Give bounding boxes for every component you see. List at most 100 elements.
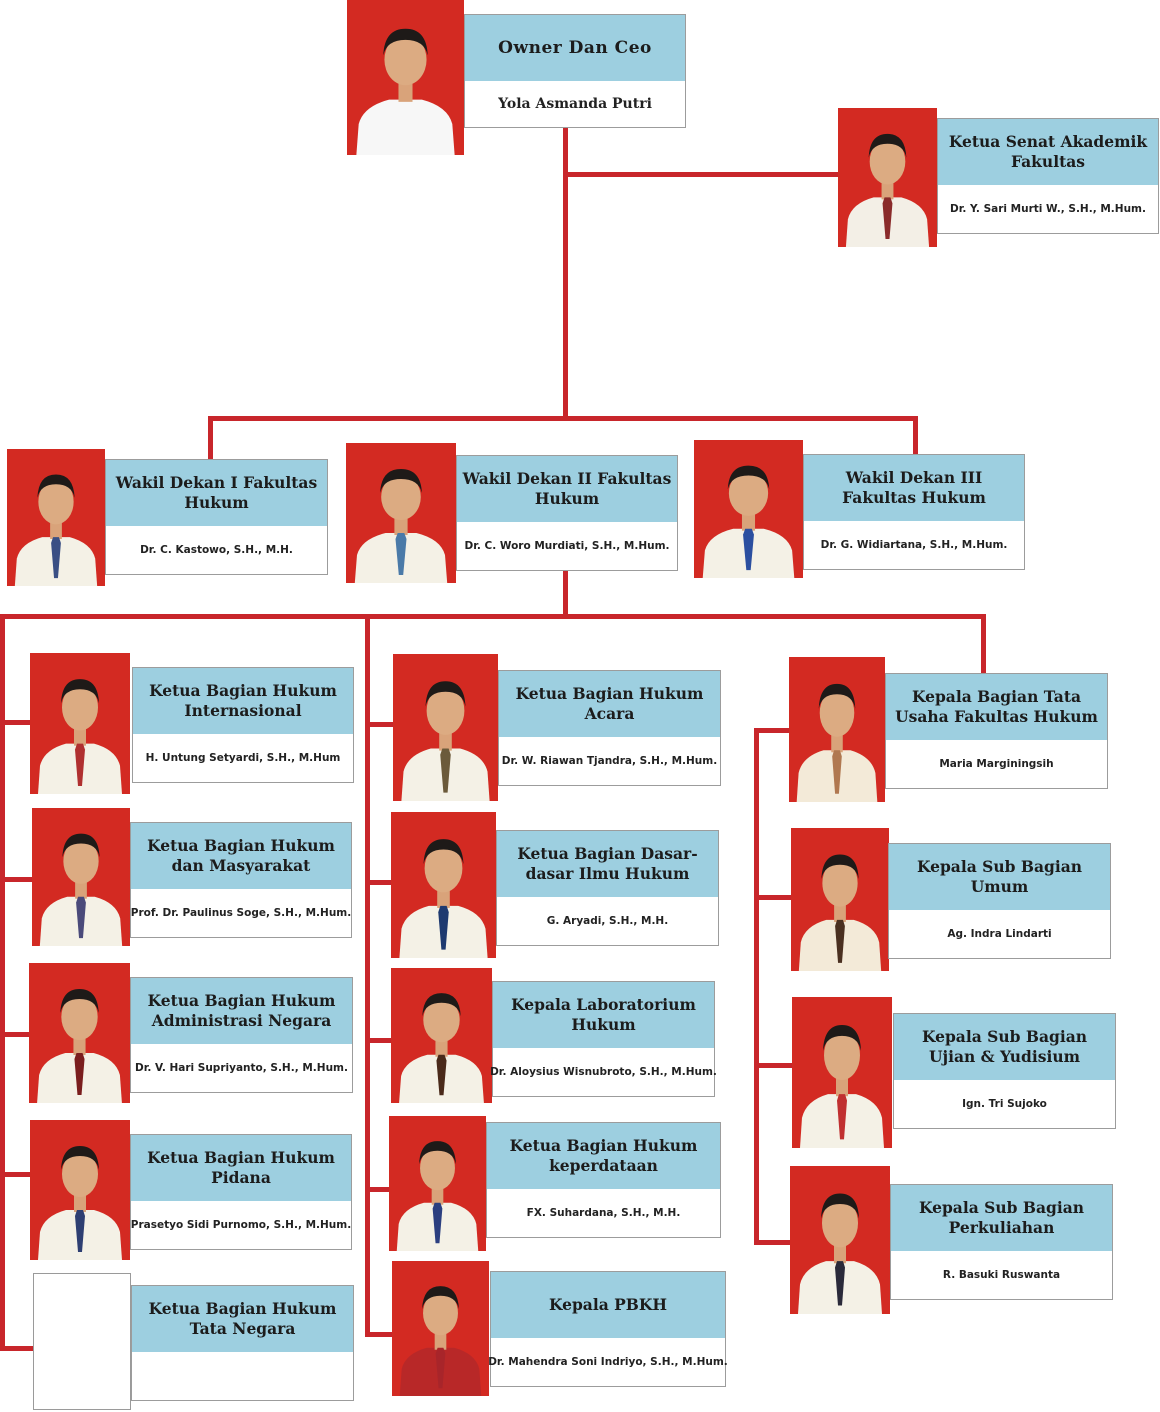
person-photo — [7, 449, 105, 586]
connector-line — [913, 416, 918, 456]
person-portrait-icon — [702, 465, 795, 578]
person-portrait-icon — [796, 683, 878, 802]
person-portrait-icon — [401, 681, 490, 801]
position-title: Kepala Bagian Tata Usaha Fakultas Hukum — [886, 674, 1107, 740]
position-title: Kepala Sub Bagian Umum — [889, 844, 1110, 910]
connector-line — [563, 128, 568, 420]
person-photo — [32, 808, 130, 946]
connector-line — [365, 722, 393, 727]
person-portrait-icon — [798, 854, 882, 971]
person-photo — [789, 657, 885, 802]
person-photo — [393, 654, 498, 801]
person-name: H. Untung Setyardi, S.H., M.Hum — [145, 752, 341, 764]
connector-line — [0, 877, 32, 882]
connector-line — [563, 570, 568, 616]
person-portrait-icon — [37, 989, 122, 1103]
person-photo — [30, 1120, 130, 1260]
position-card: Kepala PBKH Dr. Mahendra Soni Indriyo, S.… — [488, 1271, 728, 1387]
connector-line — [0, 1172, 32, 1177]
person-name: Maria Marginingsih — [939, 758, 1054, 770]
connector-line — [208, 416, 213, 460]
person-name: Dr. Mahendra Soni Indriyo, S.H., M.Hum. — [488, 1356, 728, 1368]
person-name: Dr. C. Kastowo, S.H., M.H. — [140, 544, 293, 556]
person-name: Dr. C. Woro Murdiati, S.H., M.Hum. — [464, 540, 670, 552]
connector-line — [208, 416, 918, 421]
person-portrait-icon — [399, 1286, 482, 1396]
position-title: Ketua Bagian Hukum dan Masyarakat — [131, 823, 351, 889]
position-title: Ketua Senat Akademik Fakultas — [938, 119, 1158, 185]
person-portrait-icon — [845, 133, 930, 247]
connector-line — [0, 614, 986, 619]
person-photo — [392, 1261, 489, 1396]
person-name: Dr. Y. Sari Murti W., S.H., M.Hum. — [950, 203, 1146, 215]
person-photo — [694, 440, 803, 578]
person-portrait-icon — [800, 1025, 884, 1148]
person-name: Dr. W. Riawan Tjandra, S.H., M.Hum. — [501, 755, 718, 767]
person-photo — [791, 828, 889, 971]
person-name: Prasetyo Sidi Purnomo, S.H., M.Hum. — [130, 1219, 352, 1231]
connector-line — [365, 1038, 393, 1043]
connector-line — [754, 728, 759, 1245]
person-name: Ign. Tri Sujoko — [962, 1098, 1047, 1110]
position-title: Ketua Bagian Hukum Acara — [499, 671, 720, 737]
person-portrait-icon — [14, 474, 98, 586]
connector-line — [754, 1063, 794, 1068]
position-title: Ketua Bagian Hukum Internasional — [133, 668, 353, 734]
position-title: Kepala PBKH — [491, 1272, 725, 1338]
person-name — [132, 1352, 353, 1400]
connector-line — [981, 614, 986, 674]
person-portrait-icon — [354, 469, 448, 583]
position-title: Wakil Dekan III Fakultas Hukum — [804, 455, 1024, 521]
person-photo — [30, 653, 130, 794]
person-photo — [389, 1116, 486, 1251]
person-name: R. Basuki Ruswanta — [942, 1269, 1061, 1281]
position-card: Ketua Bagian Hukum Internasional H. Untun… — [132, 667, 354, 783]
person-portrait-icon — [399, 839, 488, 958]
person-name: Dr. V. Hari Supriyanto, S.H., M.Hum. — [135, 1062, 348, 1074]
person-photo — [792, 997, 892, 1148]
position-card: Ketua Bagian Dasar-dasar Ilmu Hukum G. Ar… — [496, 830, 719, 946]
connector-line — [365, 1187, 393, 1192]
person-portrait-icon — [38, 679, 122, 794]
person-name: Ag. Indra Lindarti — [947, 928, 1052, 940]
person-portrait-icon — [399, 993, 484, 1103]
position-title: Kepala Sub Bagian Ujian & Yudisium — [894, 1014, 1115, 1080]
connector-line — [0, 1032, 32, 1037]
person-name: G. Aryadi, S.H., M.H. — [546, 915, 669, 927]
person-photo — [347, 0, 464, 155]
person-photo — [391, 968, 492, 1103]
person-photo — [790, 1166, 890, 1314]
person-portrait-icon — [38, 1146, 122, 1260]
person-name: Dr. Aloysius Wisnubroto, S.H., M.Hum. — [490, 1066, 717, 1078]
connector-line — [0, 720, 32, 725]
connector-line — [365, 1332, 392, 1337]
person-name: Dr. G. Widiartana, S.H., M.Hum. — [820, 539, 1008, 551]
position-title: Ketua Bagian Hukum keperdataan — [487, 1123, 720, 1189]
person-name: FX. Suhardana, S.H., M.H. — [526, 1207, 681, 1219]
person-photo — [29, 963, 130, 1103]
position-title: Ketua Bagian Hukum Tata Negara — [132, 1286, 353, 1352]
position-title: Wakil Dekan II Fakultas Hukum — [457, 456, 677, 522]
connector-line — [365, 614, 370, 1336]
photo-placeholder — [33, 1273, 131, 1410]
connector-line — [365, 880, 393, 885]
person-photo — [838, 108, 937, 247]
position-title: Ketua Bagian Dasar-dasar Ilmu Hukum — [497, 831, 718, 897]
connector-line — [754, 1240, 794, 1245]
position-title: Ketua Bagian Hukum Administrasi Negara — [131, 978, 352, 1044]
connector-line — [754, 895, 794, 900]
